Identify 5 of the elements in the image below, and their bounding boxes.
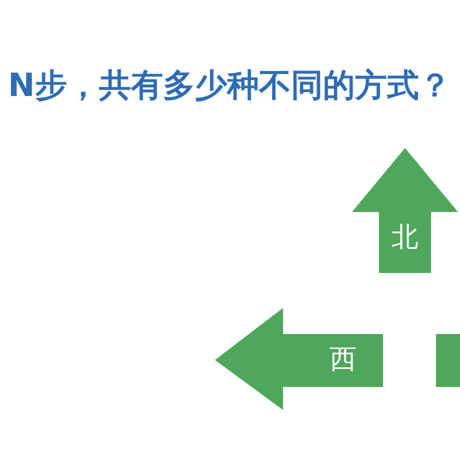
direction-label: 西 bbox=[330, 345, 356, 375]
up-arrow bbox=[352, 148, 458, 273]
left-arrow bbox=[215, 308, 383, 410]
direction-label: 北 bbox=[392, 223, 418, 253]
title: N步，共有多少种不同的方式？ bbox=[8, 66, 451, 104]
